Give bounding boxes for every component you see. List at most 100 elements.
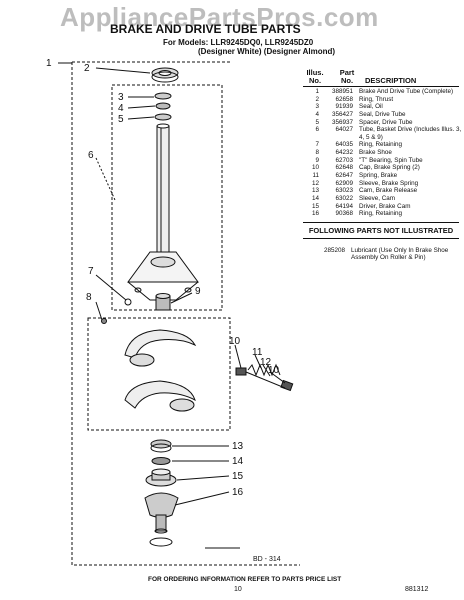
callout-10a: 10 — [229, 336, 241, 347]
models-line: For Models: LLR9245DQ0, LLR9245DZ0 — [163, 38, 314, 47]
callout-2: 2 — [84, 63, 90, 74]
callout-14: 14 — [232, 456, 244, 467]
table-row: 6 64027 Tube, Basket Drive (Includes Illus… — [303, 126, 463, 140]
cell-part: 285208 — [323, 246, 345, 254]
callout-7: 7 — [88, 266, 94, 277]
cell-part: 62647 — [335, 171, 353, 179]
basket-drive-tube — [127, 123, 199, 301]
cell-desc: Sleeve, Cam — [359, 195, 396, 203]
drive-tube-spacer — [154, 113, 172, 121]
cell-part: 62703 — [335, 156, 353, 164]
cell-illus: 14 — [311, 195, 319, 203]
cell-desc: Brake And Drive Tube (Complete) — [359, 88, 454, 95]
drive-tube-seal — [155, 102, 171, 110]
cell-part: 388951 — [331, 88, 353, 95]
table-row: 7 64035 Ring, Retaining — [303, 141, 463, 148]
cell-part: 64035 — [335, 141, 353, 149]
document-number: 881312 — [405, 586, 429, 593]
diagram-code: BD - 314 — [253, 556, 281, 563]
cell-part: 64027 — [335, 126, 353, 134]
cell-illus: 5 — [315, 118, 319, 126]
cell-desc: Ring, Retaining — [359, 141, 403, 149]
callout-5: 5 — [118, 114, 124, 125]
t-bearing — [155, 293, 171, 311]
cell-desc: Ring, Retaining — [359, 210, 403, 218]
callout-4: 4 — [118, 103, 124, 114]
cell-illus: 3 — [315, 103, 319, 111]
cell-illus: 13 — [311, 187, 319, 195]
callout-10b: 10 — [268, 365, 280, 376]
col-illus-header: Illus. No. — [306, 68, 324, 85]
cell-desc: Cam, Brake Release — [359, 187, 418, 195]
table-row: 3 91939 Seal, Oil — [303, 103, 463, 110]
cell-illus: 4 — [315, 111, 319, 119]
parts-rows: 1 388951 Brake And Drive Tube (Complete) 2 6… — [303, 88, 463, 218]
outer-frame — [71, 62, 300, 566]
cell-illus: 1 — [315, 88, 319, 95]
table-row: 13 63023 Cam, Brake Release — [303, 187, 463, 194]
cell-desc: Brake Shoe — [359, 148, 392, 156]
cell-desc: Cap, Brake Spring (2) — [359, 164, 420, 172]
cell-part: 90368 — [335, 210, 353, 218]
callout-15: 15 — [232, 471, 244, 482]
not-illustrated-row: 285208 Lubricant (Use Only In Brake Shoe … — [303, 247, 463, 261]
cell-illus: 6 — [315, 126, 319, 134]
cell-illus: 16 — [311, 210, 319, 218]
col-part-header: Part No. — [339, 68, 355, 85]
callout-8: 8 — [86, 292, 92, 303]
cell-desc: Seal, Oil — [359, 103, 383, 111]
cell-desc: Seal, Drive Tube — [359, 111, 406, 119]
callout-13: 13 — [232, 441, 244, 452]
oil-seal — [154, 92, 172, 100]
not-illustrated-list: 285208 Lubricant (Use Only In Brake Shoe … — [303, 247, 463, 261]
callout-6: 6 — [88, 150, 94, 161]
brake-cam-body — [144, 492, 179, 547]
parts-table-header: Illus. No. Part No. DESCRIPTION — [303, 66, 463, 88]
cell-part: 63022 — [335, 195, 353, 203]
callout-3: 3 — [118, 92, 124, 103]
cell-illus: 15 — [311, 202, 319, 210]
cell-desc: Tube, Basket Drive (Includes Illus. 3, 4… — [359, 126, 462, 141]
cell-desc: Spacer, Drive Tube — [359, 118, 413, 126]
callout-1: 1 — [46, 58, 52, 69]
callout-12: 12 — [260, 357, 272, 368]
ordering-note: FOR ORDERING INFORMATION REFER TO PARTS … — [148, 576, 342, 583]
cell-illus: 2 — [315, 95, 319, 103]
callout-9: 9 — [195, 286, 201, 297]
cell-part: 356937 — [331, 118, 353, 126]
cell-desc: Driver, Brake Cam — [359, 202, 411, 210]
cell-illus: 9 — [315, 156, 319, 164]
cam-sleeve — [151, 457, 171, 465]
cell-part: 62658 — [335, 95, 353, 103]
designer-line: (Designer White) (Designer Almond) — [198, 47, 336, 56]
table-row: 14 63022 Sleeve, Cam — [303, 195, 463, 202]
col-desc-header: DESCRIPTION — [365, 76, 417, 85]
cell-illus: 12 — [311, 179, 319, 187]
brake-cam-driver — [145, 468, 177, 487]
cell-desc: Ring, Thrust — [359, 95, 394, 103]
brake-box — [87, 317, 231, 431]
cell-desc: Lubricant (Use Only In Brake Shoe Assemb… — [351, 246, 449, 261]
cell-illus: 10 — [311, 164, 319, 172]
brake-shoe-pin — [101, 318, 107, 324]
cell-part: 63023 — [335, 187, 353, 195]
callout-11: 11 — [252, 347, 263, 358]
retaining-ring-16 — [149, 537, 173, 547]
table-row: 5 356937 Spacer, Drive Tube — [303, 119, 463, 126]
cell-part: 91939 — [335, 103, 353, 111]
table-row: 1 388951 Brake And Drive Tube (Complete) — [303, 88, 463, 95]
page-title: BRAKE AND DRIVE TUBE PARTS — [110, 22, 301, 36]
cell-illus: 11 — [312, 171, 319, 179]
cell-illus: 7 — [315, 141, 319, 149]
brake-shoe-lower — [124, 380, 196, 412]
brake-spring-assembly — [235, 363, 294, 392]
watermark: AppliancePartsPros.com — [60, 2, 379, 32]
following-parts-title: FOLLOWING PARTS NOT ILLUSTRATED — [308, 225, 454, 235]
cell-illus: 8 — [315, 148, 319, 156]
